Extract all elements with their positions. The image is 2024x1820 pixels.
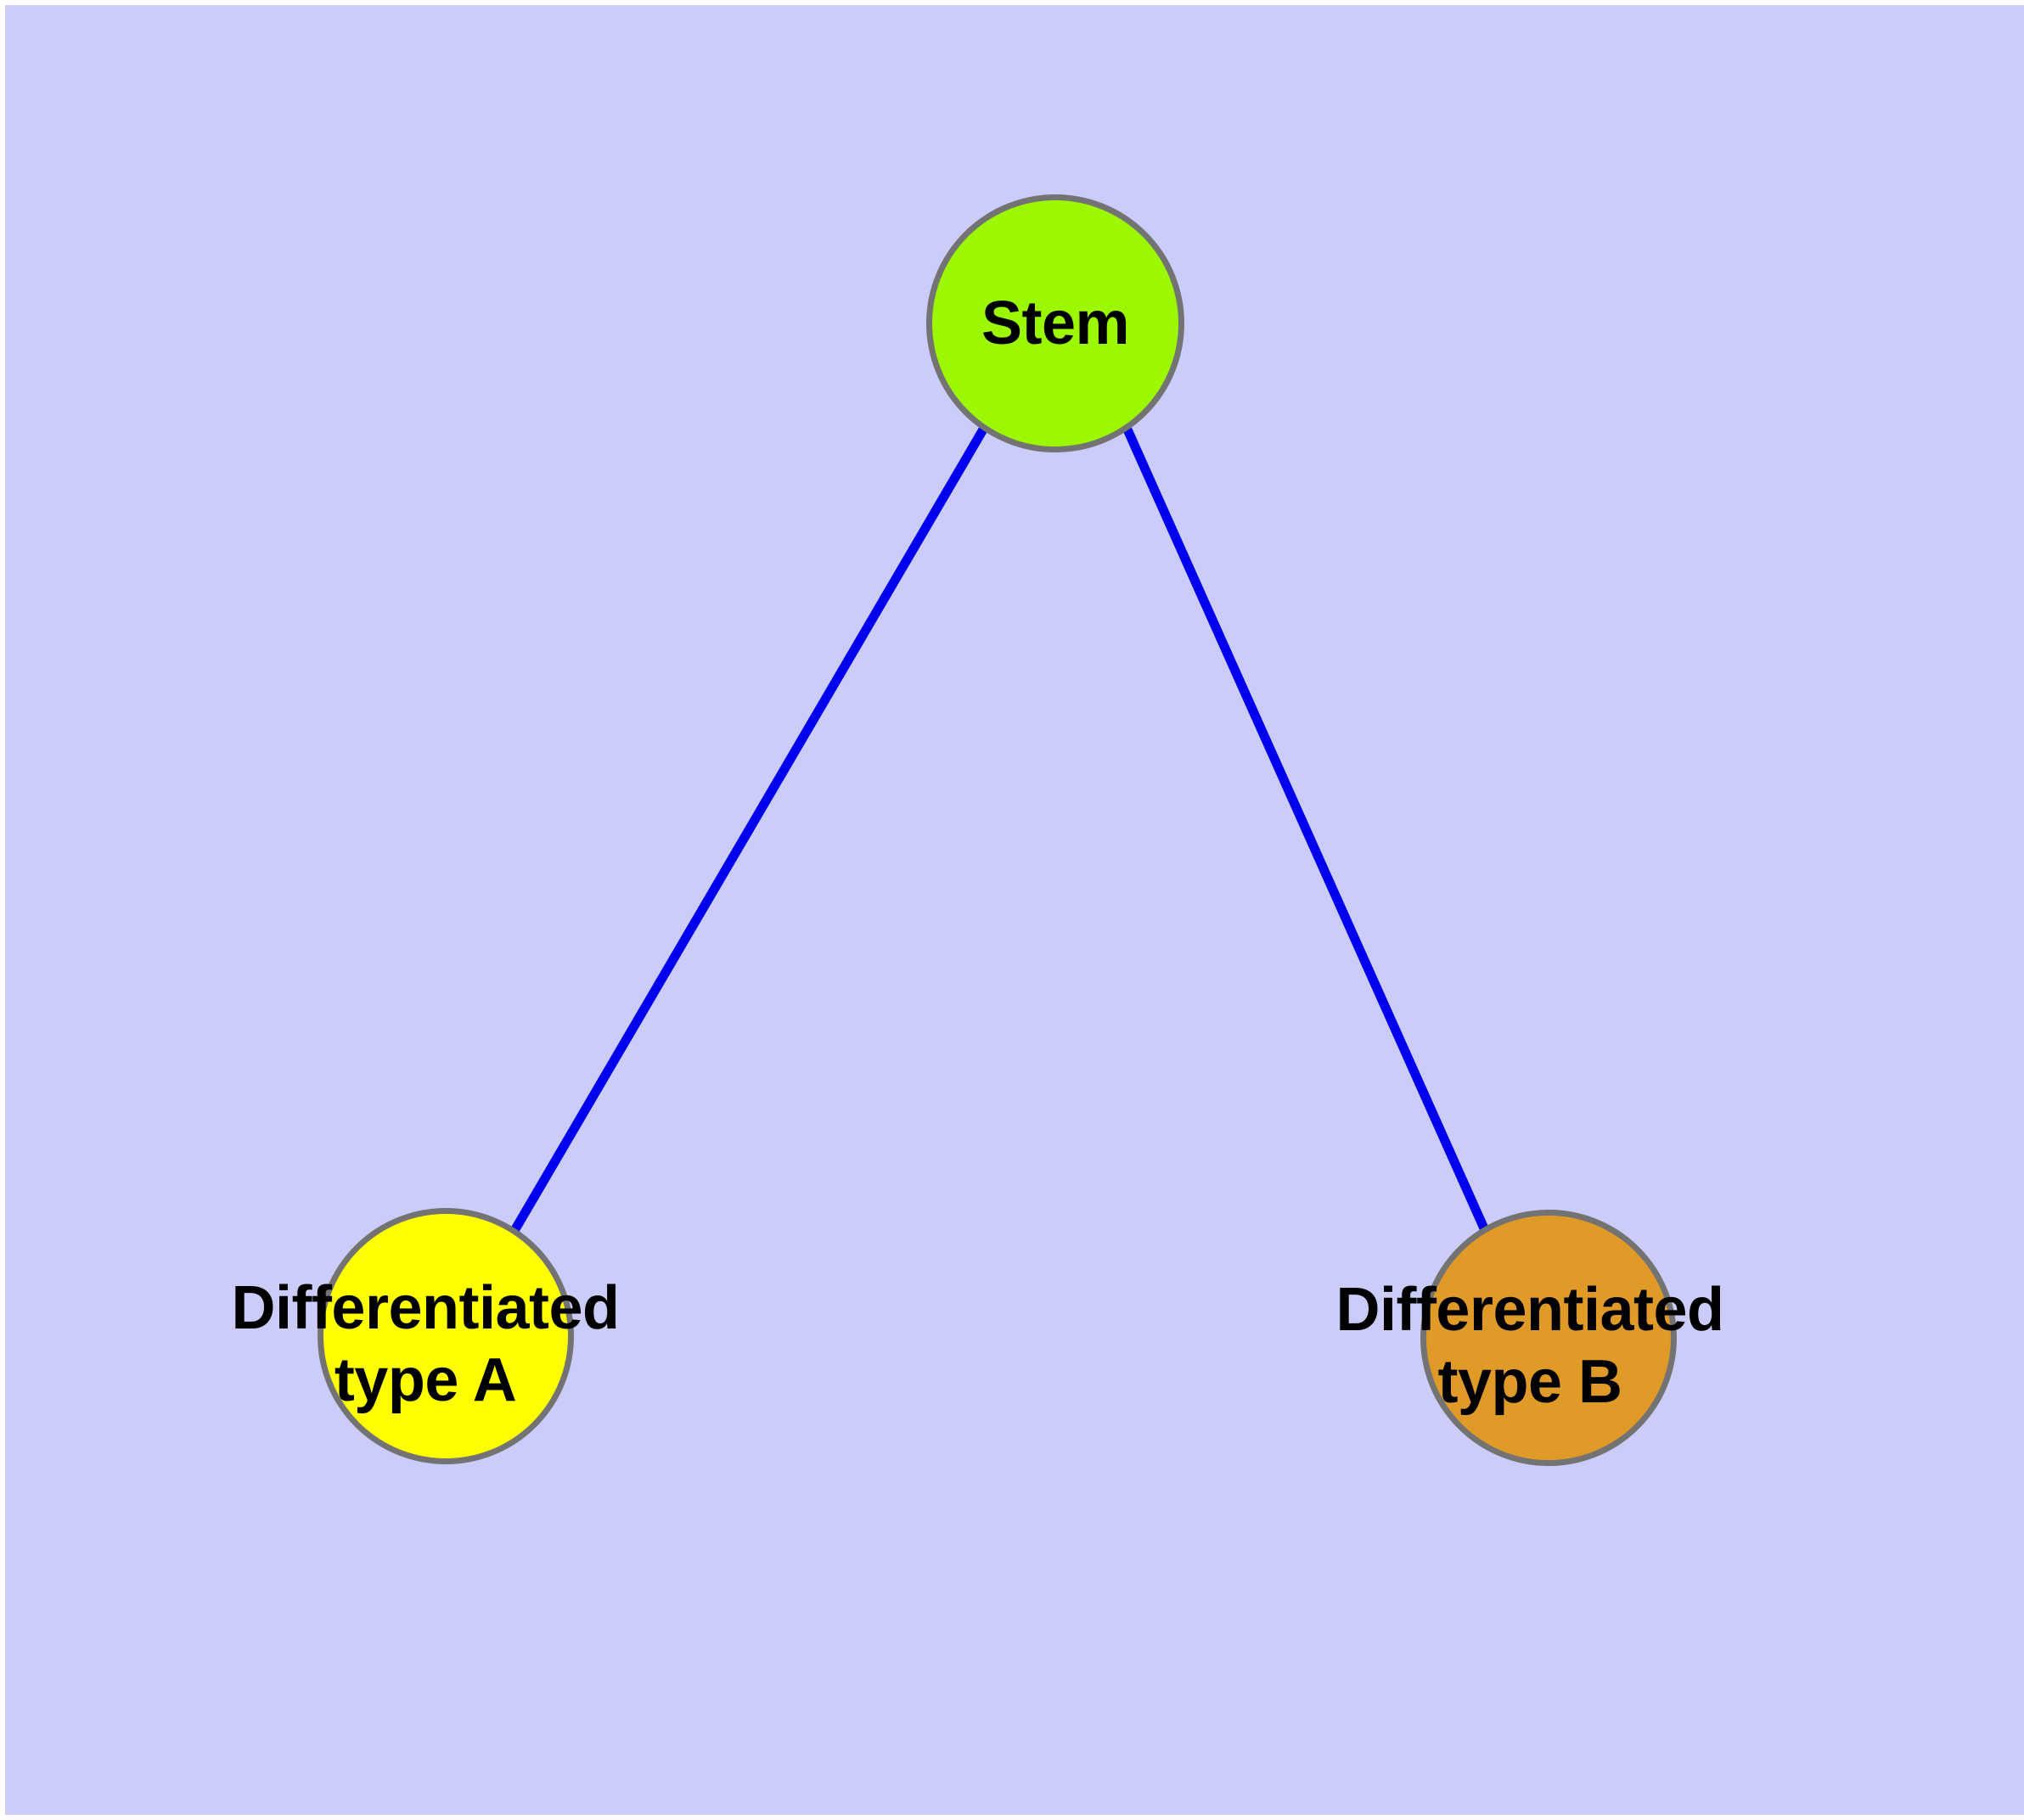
node-differentiated-type-a[interactable] (318, 1208, 574, 1464)
edge-layer (511, 427, 1489, 1232)
node-stem[interactable] (926, 194, 1184, 452)
edge-stem-to-diff-b (1122, 427, 1489, 1231)
edge-stem-to-diff-a (511, 427, 987, 1232)
node-differentiated-type-b[interactable] (1420, 1210, 1677, 1466)
